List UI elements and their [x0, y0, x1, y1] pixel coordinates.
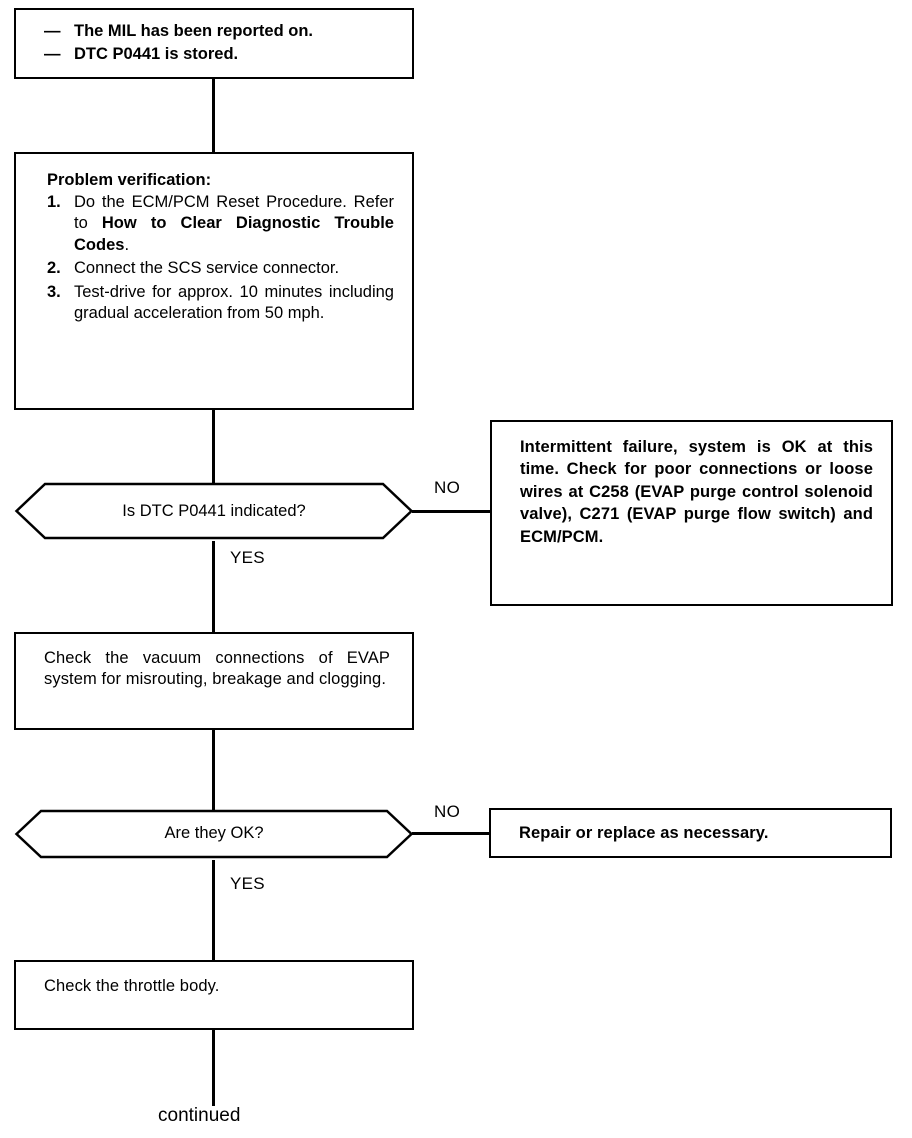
step-text-2: Connect the SCS service connector.	[74, 259, 340, 278]
problem-verification-box: Problem verification: 1. Do the ECM/PCM …	[14, 152, 414, 410]
em-dash-icon: —	[44, 22, 61, 40]
symptom-line-2: — DTC P0441 is stored.	[44, 43, 412, 66]
repair-or-replace-text: Repair or replace as necessary.	[519, 824, 769, 842]
symptom-text-2: DTC P0441 is stored.	[74, 44, 239, 63]
intermittent-failure-box: Intermittent failure, system is OK at th…	[490, 420, 893, 606]
symptom-box: — The MIL has been reported on. — DTC P0…	[14, 8, 414, 79]
decision2-yes-label: YES	[230, 874, 265, 893]
decision1-no-label: NO	[434, 478, 461, 497]
connector-decision2-no	[412, 832, 490, 835]
step-text-3: Test-drive for approx. 10 minutes includ…	[74, 282, 394, 323]
connector-decision2-yes	[212, 860, 215, 961]
connector-verification-to-decision1	[212, 410, 215, 483]
em-dash-icon: —	[44, 44, 61, 63]
decision-is-dtc-p0441-indicated: Is DTC P0441 indicated?	[14, 481, 414, 541]
connector-symptom-to-verification	[212, 79, 215, 153]
connector-decision1-yes	[212, 541, 215, 633]
connector-throttle-to-continued	[212, 1030, 215, 1106]
check-throttle-body-box: Check the throttle body.	[14, 960, 414, 1030]
hexagon-shape	[14, 482, 414, 540]
decision2-question-text: Are they OK?	[164, 824, 264, 842]
step-text-1: Do the ECM/PCM Reset Procedure. Refer to…	[74, 193, 394, 254]
step-text-1a: Do the ECM/PCM Reset Procedure. Refer to	[74, 193, 394, 233]
decision1-yes-label: YES	[230, 548, 265, 567]
check-vacuum-connections-box: Check the vacuum connections of EVAP sys…	[14, 632, 414, 730]
problem-verification-title: Problem verification:	[47, 171, 212, 189]
connector-decision1-no	[412, 510, 492, 513]
decision1-question-text: Is DTC P0441 indicated?	[122, 502, 306, 520]
check-throttle-body-text: Check the throttle body.	[44, 977, 220, 995]
verification-step-2: 2. Connect the SCS service connector.	[47, 258, 394, 279]
symptom-text-1: The MIL has been reported on.	[74, 22, 313, 40]
repair-or-replace-box: Repair or replace as necessary.	[489, 808, 892, 858]
decision-are-they-ok: Are they OK?	[14, 808, 414, 860]
intermittent-failure-text: Intermittent failure, system is OK at th…	[520, 438, 878, 546]
connector-vacuum-to-decision2	[212, 730, 215, 810]
symptom-line-1: — The MIL has been reported on.	[44, 20, 412, 43]
decision2-no-label: NO	[434, 802, 461, 821]
continued-label: continued	[158, 1105, 241, 1126]
problem-verification-steps: 1. Do the ECM/PCM Reset Procedure. Refer…	[47, 192, 394, 325]
check-vacuum-text: Check the vacuum connections of EVAP sys…	[44, 649, 395, 689]
verification-step-3: 3. Test-drive for approx. 10 minutes inc…	[47, 282, 394, 325]
step-text-1b: How to Clear Diagnostic Trouble Codes	[74, 214, 394, 254]
step-number: 2.	[47, 259, 61, 278]
step-text-1c: .	[124, 235, 130, 254]
step-number: 3.	[47, 282, 61, 301]
hexagon-shape	[14, 809, 414, 859]
step-number: 1.	[47, 193, 61, 211]
verification-step-1: 1. Do the ECM/PCM Reset Procedure. Refer…	[47, 192, 394, 256]
